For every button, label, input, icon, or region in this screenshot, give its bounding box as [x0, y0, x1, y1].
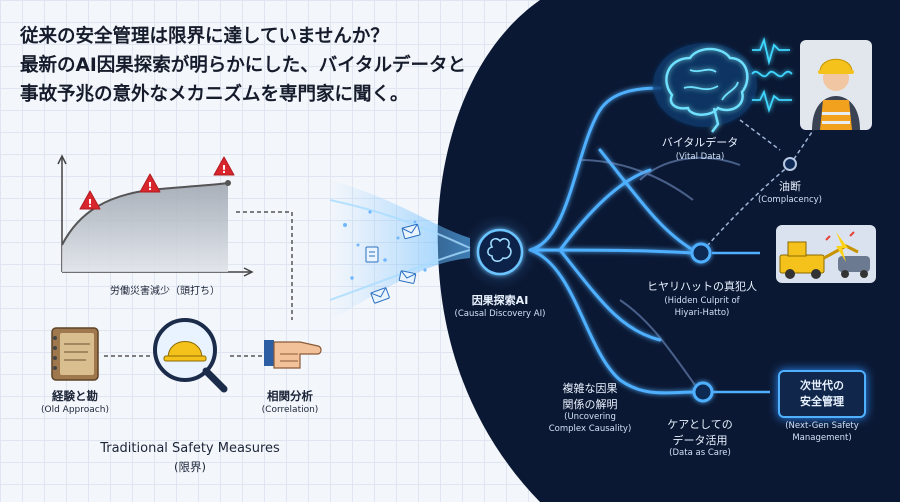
node-care [692, 381, 714, 403]
magnifier-helmet-icon [153, 318, 228, 393]
dashed-link [236, 211, 293, 320]
vital-brain-icon [653, 43, 757, 133]
email-icon [401, 223, 421, 240]
svg-text:!: ! [87, 197, 92, 210]
correlation-sublabel: (Correlation) [261, 405, 319, 415]
vital-label: バイタルデータ [661, 136, 739, 149]
pointing-hand-icon [264, 340, 322, 369]
chart-label: 労働災害減少（頭打ち） [110, 286, 220, 297]
svg-text:!: ! [147, 180, 152, 193]
nextgen-box [778, 370, 866, 418]
vital-waveform [751, 36, 793, 113]
warning-icon: ! [79, 190, 101, 210]
document-icon [365, 246, 379, 263]
complacency-label: 油断 [779, 180, 801, 193]
experience-sublabel: (Old Approach) [41, 405, 109, 415]
email-icon [370, 287, 390, 304]
email-icon [398, 270, 417, 284]
worker-icon [800, 40, 872, 130]
causal-flows-secondary [579, 156, 741, 386]
complex-sublabel-2: Complex Causality) [548, 424, 632, 434]
complex-label-1: 複雑な因果 [562, 382, 618, 395]
ai-sublabel: (Causal Discovery AI) [454, 309, 546, 319]
experience-label: 経験と勘 [52, 389, 98, 403]
title-line: 従来の安全管理は限界に達していませんか？ [20, 26, 389, 47]
nextgen-sublabel-1: (Next-Gen Safety [785, 421, 859, 431]
ai-brain-icon [462, 214, 538, 290]
node-culprit [690, 242, 712, 264]
care-label-1: ケアとしての [667, 418, 733, 431]
care-sublabel: (Data as Care) [669, 448, 731, 458]
traditional-title: Traditional Safety Measures [100, 441, 280, 456]
warning-icon: ! [213, 156, 235, 176]
dashed-link [707, 164, 791, 246]
care-label-2: データ活用 [672, 434, 728, 447]
node-complacency [783, 157, 797, 171]
complex-sublabel-1: (Uncovering [564, 412, 616, 422]
vital-sublabel: (Vital Data) [675, 152, 725, 162]
page-title: 従来の安全管理は限界に達していませんか？ 最新のAI因果探索が明らかにした、バイ… [20, 22, 466, 109]
complex-label-2: 関係の解明 [562, 398, 618, 411]
causal-flows [528, 86, 697, 395]
traditional-sub: (限界) [174, 460, 206, 474]
complacency-sublabel: (Complacency) [757, 195, 822, 205]
nextgen-label-2: 安全管理 [800, 395, 844, 408]
title-line: 事故予兆の意外なメカニズムを専門家に聞く。 [20, 84, 409, 105]
nextgen-sublabel-2: Management) [792, 433, 852, 443]
warning-icon: ! [139, 173, 161, 193]
title-line: 最新のAI因果探索が明らかにした、バイタルデータと [20, 55, 466, 76]
nextgen-label-1: 次世代の [800, 379, 844, 392]
accident-icon [776, 225, 876, 283]
culprit-sublabel-1: (Hidden Culprit of [664, 296, 740, 306]
notebook-icon [51, 327, 99, 381]
svg-text:!: ! [221, 163, 226, 176]
ai-label: 因果探索AI [471, 294, 529, 307]
culprit-sublabel-2: Hiyari-Hatto) [674, 308, 730, 318]
correlation-label: 相関分析 [267, 389, 313, 403]
culprit-label: ヒヤリハットの真犯人 [647, 280, 757, 293]
